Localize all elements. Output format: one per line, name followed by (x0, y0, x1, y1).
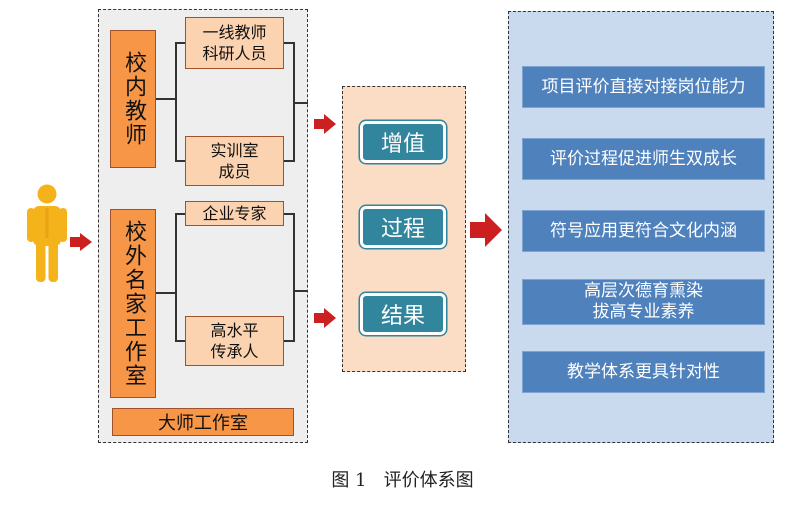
frontline-teacher-box: 一线教师 科研人员 (185, 17, 284, 69)
arrow-right-icon (470, 213, 502, 247)
connector (284, 160, 294, 162)
value-added-box: 增值 (360, 121, 446, 163)
figure-caption: 图 1 评价体系图 (331, 470, 474, 491)
arrow-right-icon (314, 114, 336, 134)
connector (175, 42, 177, 162)
connector (293, 102, 308, 104)
group-internal-label: 校内教师 (121, 51, 146, 147)
outcome-item-5: 教学体系更具针对性 (522, 351, 765, 393)
outcome-item-1: 项目评价直接对接岗位能力 (522, 66, 765, 108)
training-room-box: 实训室 成员 (185, 136, 284, 186)
outcome-item-3: 符号应用更符合文化内涵 (522, 210, 765, 252)
result-box: 结果 (360, 293, 446, 335)
group-external-studio: 校外名家工作室 (110, 209, 156, 398)
enterprise-expert-box: 企业专家 (185, 201, 284, 226)
connector (284, 213, 294, 215)
master-studio-bar: 大师工作室 (112, 408, 294, 436)
connector (175, 42, 185, 44)
connector (284, 340, 294, 342)
process-box: 过程 (360, 206, 446, 248)
connector (284, 42, 294, 44)
group-external-label: 校外名家工作室 (121, 219, 146, 388)
inheritor-box: 高水平 传承人 (185, 316, 284, 366)
group-internal-teachers: 校内教师 (110, 30, 156, 168)
connector (175, 340, 185, 342)
connector (175, 213, 177, 342)
person-icon (27, 184, 67, 282)
connector (293, 290, 308, 292)
connector (293, 213, 295, 342)
connector (175, 160, 185, 162)
connector (156, 292, 176, 294)
outcome-item-2: 评价过程促进师生双成长 (522, 138, 765, 180)
arrow-right-icon (314, 308, 336, 328)
connector (175, 213, 185, 215)
outcome-item-4: 高层次德育熏染 拔高专业素养 (522, 279, 765, 325)
arrow-right-icon (70, 233, 92, 251)
connector (156, 98, 176, 100)
